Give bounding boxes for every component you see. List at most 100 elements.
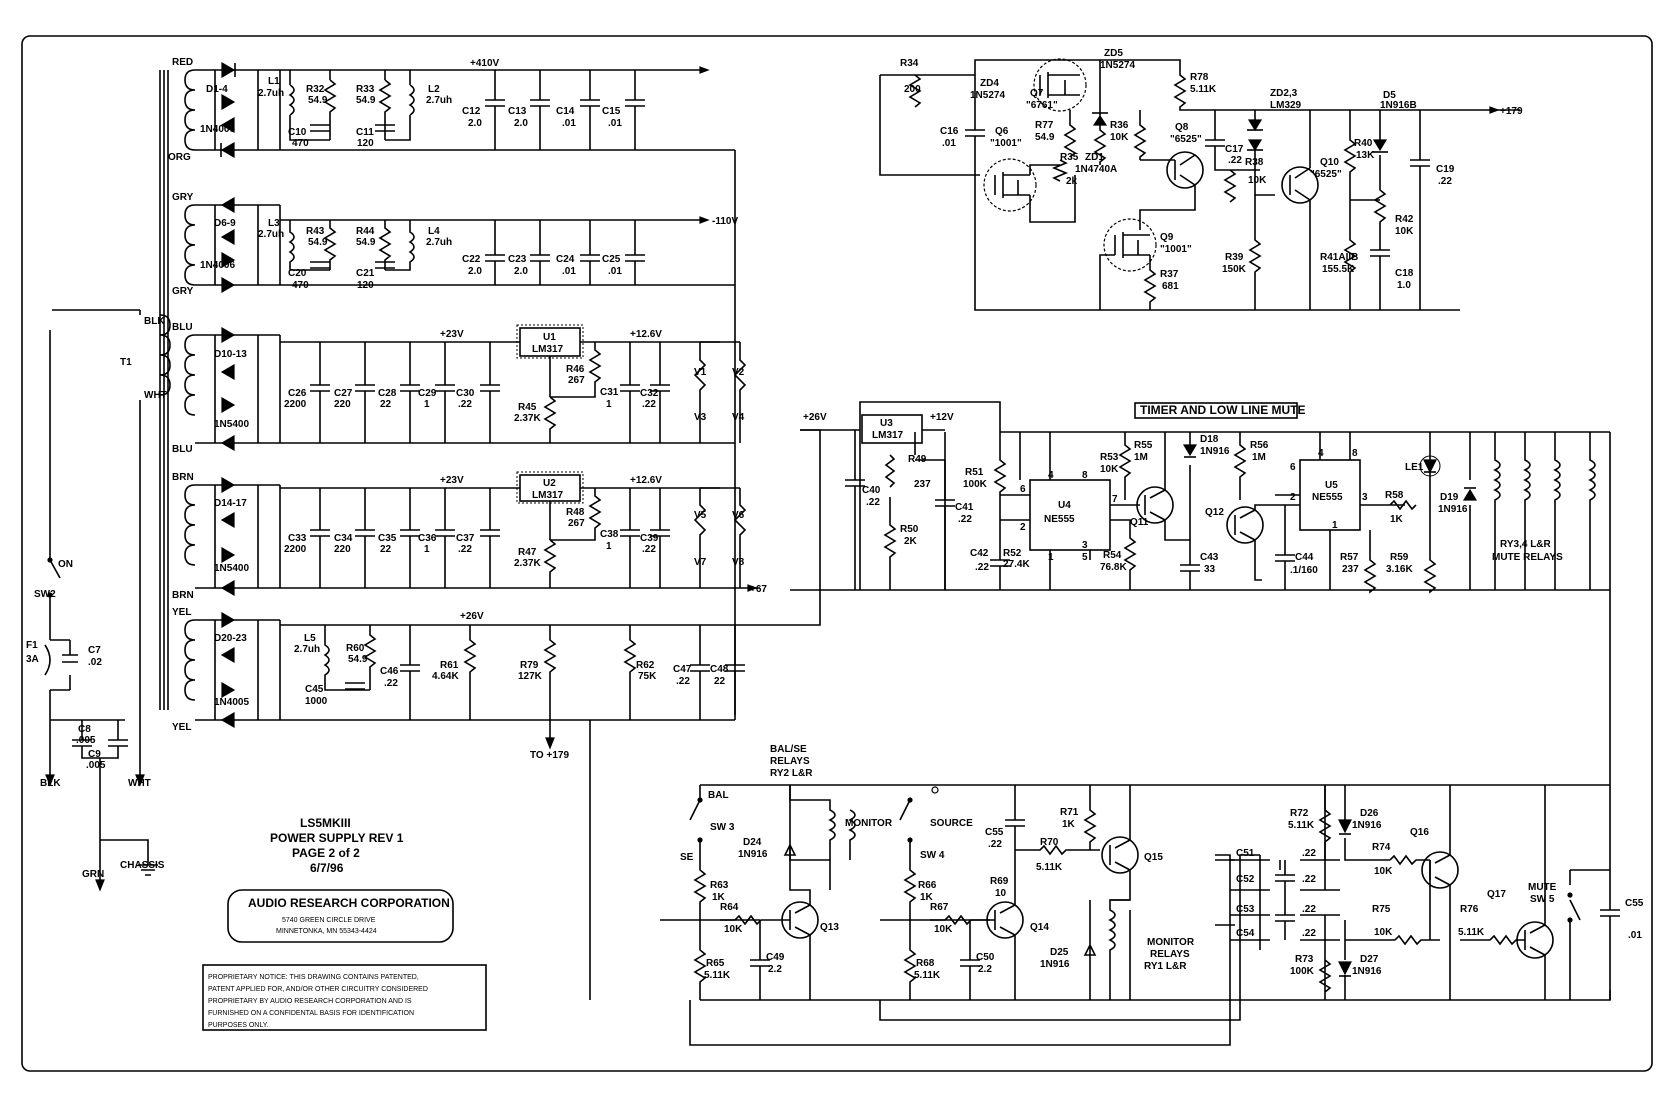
label-ry1-lr: RY1 L&R	[1144, 961, 1187, 972]
label-r57: R57	[1340, 552, 1359, 563]
label-l4: L4	[428, 226, 440, 237]
label-bal-se: BAL/SE	[770, 744, 807, 755]
label-r56-value: 1M	[1252, 452, 1266, 463]
label-c46: C46	[380, 666, 399, 677]
label-c55-a: C55	[985, 827, 1004, 838]
label-zd2-3-part: LM329	[1270, 100, 1302, 111]
label-l4-value: 2.7uh	[426, 237, 452, 248]
label-r78: R78	[1190, 72, 1209, 83]
label-l3-value: 2.7uh	[258, 229, 284, 240]
label-r65-value: 5.11K	[704, 970, 731, 981]
label-c22-value: 2.0	[468, 266, 482, 277]
label-r51-value: 100K	[963, 479, 988, 490]
label-zd5: ZD5	[1104, 48, 1123, 59]
notice-line-4: FURNISHED ON A CONFIDENTAL BASIS FOR IDE…	[208, 1010, 414, 1017]
label-u5-pin3: 3	[1362, 492, 1368, 503]
label-r53-value: 10K	[1100, 464, 1119, 475]
label-q7: Q7	[1030, 88, 1044, 99]
brn-section: BRN BRN D14-17 1N5400 +23V C33 2200 C34 …	[172, 471, 767, 601]
label-u2-value: LM317	[532, 490, 564, 501]
label-r49-value: 237	[914, 479, 931, 490]
label-c17: C17	[1225, 144, 1244, 155]
label-r36: R36	[1110, 120, 1129, 131]
label-d27-part: 1N916	[1352, 966, 1382, 977]
label-c42-value: .22	[975, 562, 989, 573]
transformer-core	[159, 70, 169, 710]
label-c46-value: .22	[384, 678, 398, 689]
label-c13: C13	[508, 106, 527, 117]
label-chassis: CHASSIS	[120, 860, 165, 871]
label-blk-primary: BLK	[144, 316, 165, 327]
label-c7-value: .02	[88, 657, 102, 668]
label-to-179: TO +179	[530, 750, 569, 761]
company-address-2: MINNETONKA, MN 55343-4424	[276, 928, 377, 935]
label-r44: R44	[356, 226, 375, 237]
label-c27: C27	[334, 388, 353, 399]
label-r63: R63	[710, 880, 729, 891]
label-c19: C19	[1436, 164, 1455, 175]
label-c9-value: .005	[86, 760, 106, 771]
label-wht-out: WHT	[128, 778, 151, 789]
label-c39-value: .22	[642, 544, 656, 555]
label-u1-value: LM317	[532, 344, 564, 355]
label-c50-value: 2.2	[978, 964, 992, 975]
label-c28: C28	[378, 388, 397, 399]
label-c44: C44	[1295, 552, 1314, 563]
label-c38: C38	[600, 529, 619, 540]
notice-line-5: PURPOSES ONLY.	[208, 1022, 268, 1029]
company-name: AUDIO RESEARCH CORPORATION	[248, 896, 450, 910]
label-l3: L3	[268, 218, 280, 229]
label-u2: U2	[543, 478, 556, 489]
label-t1: T1	[120, 357, 132, 368]
label-q11: Q11	[1130, 517, 1149, 528]
label-gry-top: GRY	[172, 192, 194, 203]
label-r45-value: 2.37K	[514, 413, 541, 424]
label-f1-value: 3A	[26, 654, 39, 665]
label-c9: C9	[88, 749, 101, 760]
label-d19-part: 1N916	[1438, 504, 1468, 515]
label-c12-value: 2.0	[468, 118, 482, 129]
label-zd1-part: 1N4740A	[1075, 164, 1117, 175]
label-yel-top: YEL	[172, 607, 191, 618]
label-c41: C41	[955, 502, 974, 513]
label-u3-value: LM317	[872, 430, 904, 441]
label-rail-m110: -110V	[712, 216, 738, 227]
label-rail-23-a: +23V	[440, 329, 464, 340]
label-q13: Q13	[820, 922, 839, 933]
label-c53: C53	[1236, 904, 1255, 915]
label-l2: L2	[428, 84, 440, 95]
label-v8: V8	[732, 557, 745, 568]
notice-box	[202, 964, 487, 1031]
label-c39: C39	[640, 533, 659, 544]
label-c52-value: .22	[1302, 874, 1316, 885]
label-r57-value: 237	[1342, 564, 1359, 575]
title-block: LS5MKIII POWER SUPPLY REV 1 PAGE 2 of 2 …	[202, 816, 487, 1031]
label-r42-value: 10K	[1395, 226, 1414, 237]
label-v4: V4	[732, 412, 745, 423]
label-zd2-3: ZD2,3	[1270, 88, 1298, 99]
label-r40-value: 13K	[1356, 150, 1375, 161]
label-c40: C40	[862, 485, 881, 496]
label-c35: C35	[378, 533, 397, 544]
label-r36-value: 10K	[1110, 132, 1129, 143]
label-rail-26: +26V	[460, 611, 484, 622]
label-q16: Q16	[1410, 827, 1429, 838]
label-r58-value: 1K	[1390, 514, 1404, 525]
label-r35: R35	[1060, 152, 1079, 163]
label-q10-part: "6525"	[1310, 169, 1342, 180]
label-brn-top: BRN	[172, 472, 194, 483]
label-r48-value: 267	[568, 518, 585, 529]
label-u4-pin1: 1	[1048, 552, 1054, 563]
label-c47-value: .22	[676, 676, 690, 687]
label-v3: V3	[694, 412, 707, 423]
label-r61: R61	[440, 660, 459, 671]
mains-input: BLK WHT T1 ON SW2 F1 3A C7 .02 C8 .005 C…	[26, 309, 171, 892]
label-c47: C47	[673, 664, 692, 675]
label-c42: C42	[970, 548, 989, 559]
label-r42: R42	[1395, 214, 1414, 225]
label-sw3: SW 3	[710, 822, 735, 833]
label-q8-part: "6525"	[1170, 134, 1202, 145]
neg-110-section: GRY GRY D6-9 1N4006 L3 2.7uh R43 54.9 C2…	[172, 192, 738, 297]
label-r75-value: 10K	[1374, 927, 1393, 938]
